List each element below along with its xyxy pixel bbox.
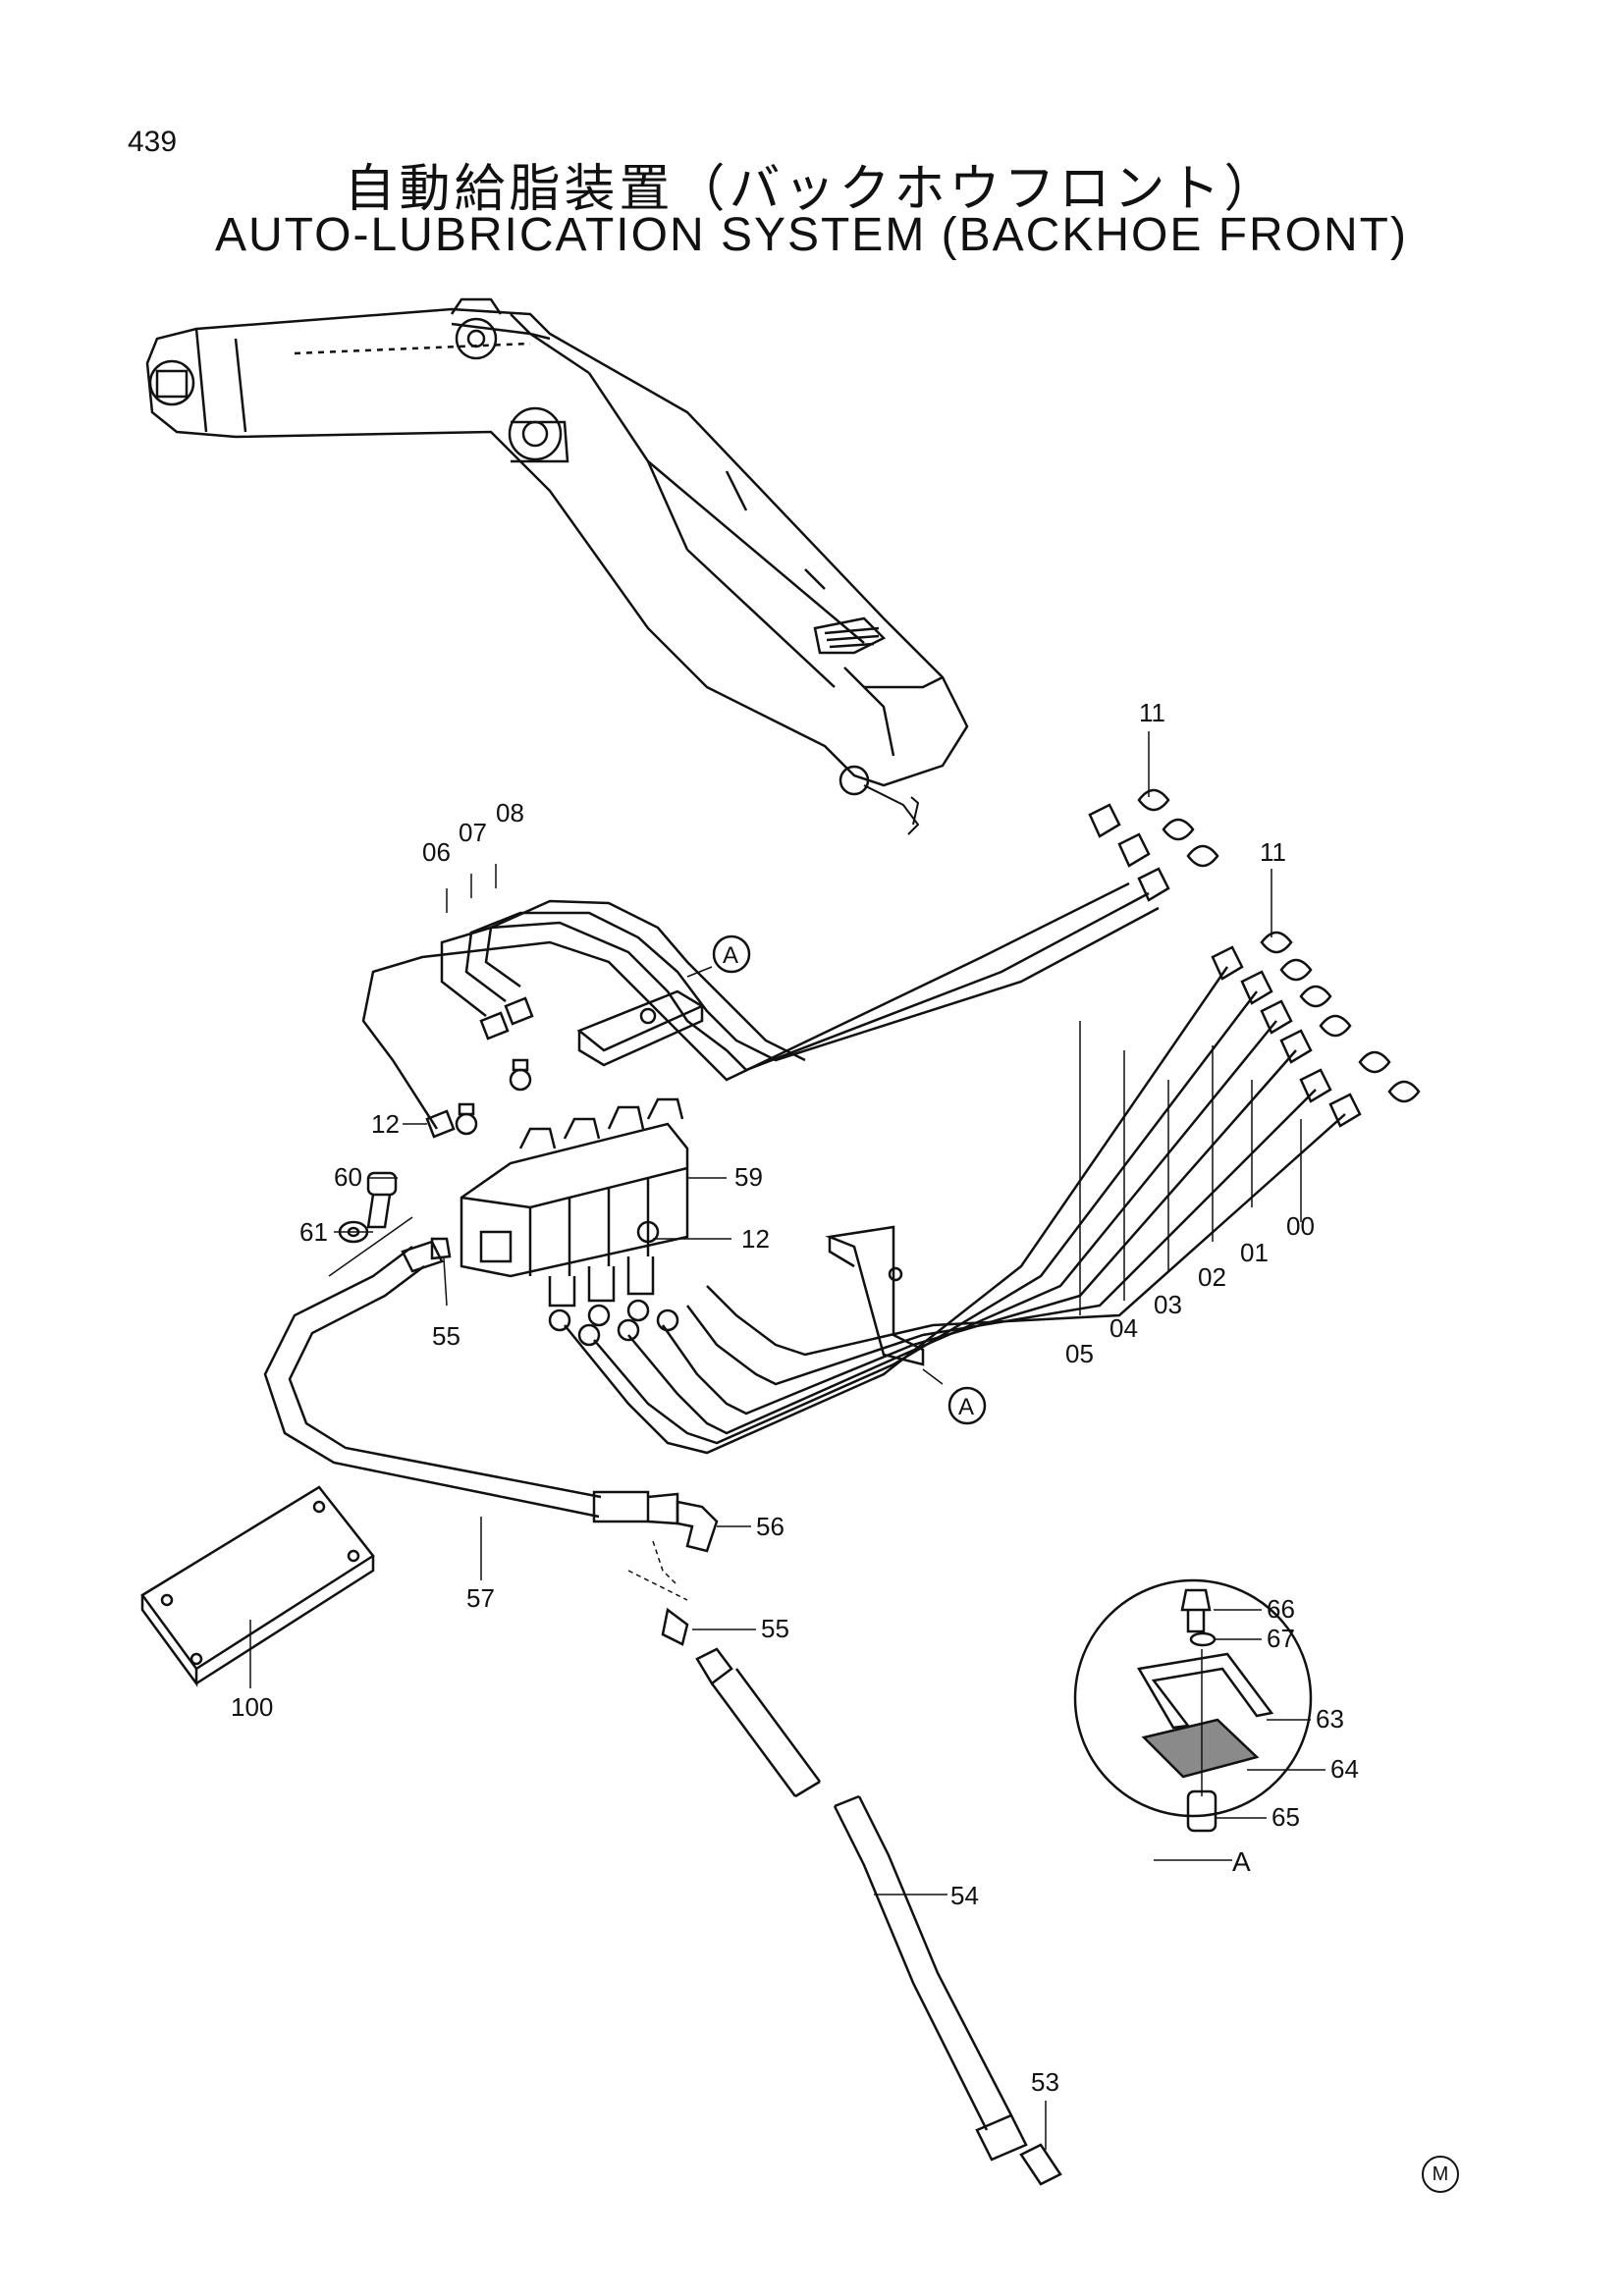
callout-circle-a-upper [712,934,751,974]
part-label-67: 67 [1267,1624,1295,1653]
detail-a [1073,1578,1313,1833]
title-japanese: 自動給脂装置（バックホウフロント） [344,160,1279,219]
part-label-55a: 55 [432,1321,460,1351]
callout-a-lower-label: A [958,1394,974,1420]
plate-100 [140,1485,375,1687]
boom-illustration [145,297,969,835]
hose-57 [263,1237,719,1553]
part-label-07: 07 [459,818,487,847]
hose-54 [627,1540,1062,2186]
part-label-61: 61 [299,1217,328,1247]
part-label-65: 65 [1271,1802,1300,1832]
part-label-05: 05 [1065,1339,1094,1368]
distributor-block [455,1058,689,1347]
part-label-12b: 12 [741,1224,770,1254]
part-label-12a: 12 [371,1109,400,1139]
m-mark: M [1422,2156,1459,2193]
part-label-02: 02 [1198,1262,1226,1292]
part-label-00: 00 [1286,1211,1315,1241]
part-label-08: 08 [496,798,524,828]
part-label-54: 54 [950,1881,979,1910]
tubes-upper-loops [361,803,1170,1139]
part-label-03: 03 [1154,1290,1182,1319]
part-label-11b: 11 [1260,837,1286,867]
part-label-64: 64 [1330,1754,1359,1784]
part-label-56: 56 [756,1512,784,1541]
part-label-53: 53 [1031,2067,1059,2097]
part-label-100: 100 [231,1692,273,1722]
tube-bundle [564,945,1362,1455]
title-english: AUTO-LUBRICATION SYSTEM (BACKHOE FRONT) [215,209,1408,261]
page-number: 439 [128,126,178,158]
part-label-57: 57 [466,1583,495,1613]
callout-a-upper-label: A [723,942,738,969]
detail-a-label: A [1232,1846,1251,1877]
leader-lines [249,731,1325,2150]
part-label-59: 59 [734,1162,763,1192]
part-label-55b: 55 [761,1614,789,1643]
part-label-01: 01 [1240,1238,1269,1267]
part-label-60: 60 [334,1162,362,1192]
grease-caps [1137,788,1421,1103]
part-label-06: 06 [422,837,451,867]
part-label-63: 63 [1316,1704,1344,1734]
part-label-66: 66 [1267,1594,1295,1624]
part-label-11a: 11 [1139,698,1165,727]
callout-circle-a-lower [947,1386,987,1425]
part-label-04: 04 [1109,1313,1138,1343]
